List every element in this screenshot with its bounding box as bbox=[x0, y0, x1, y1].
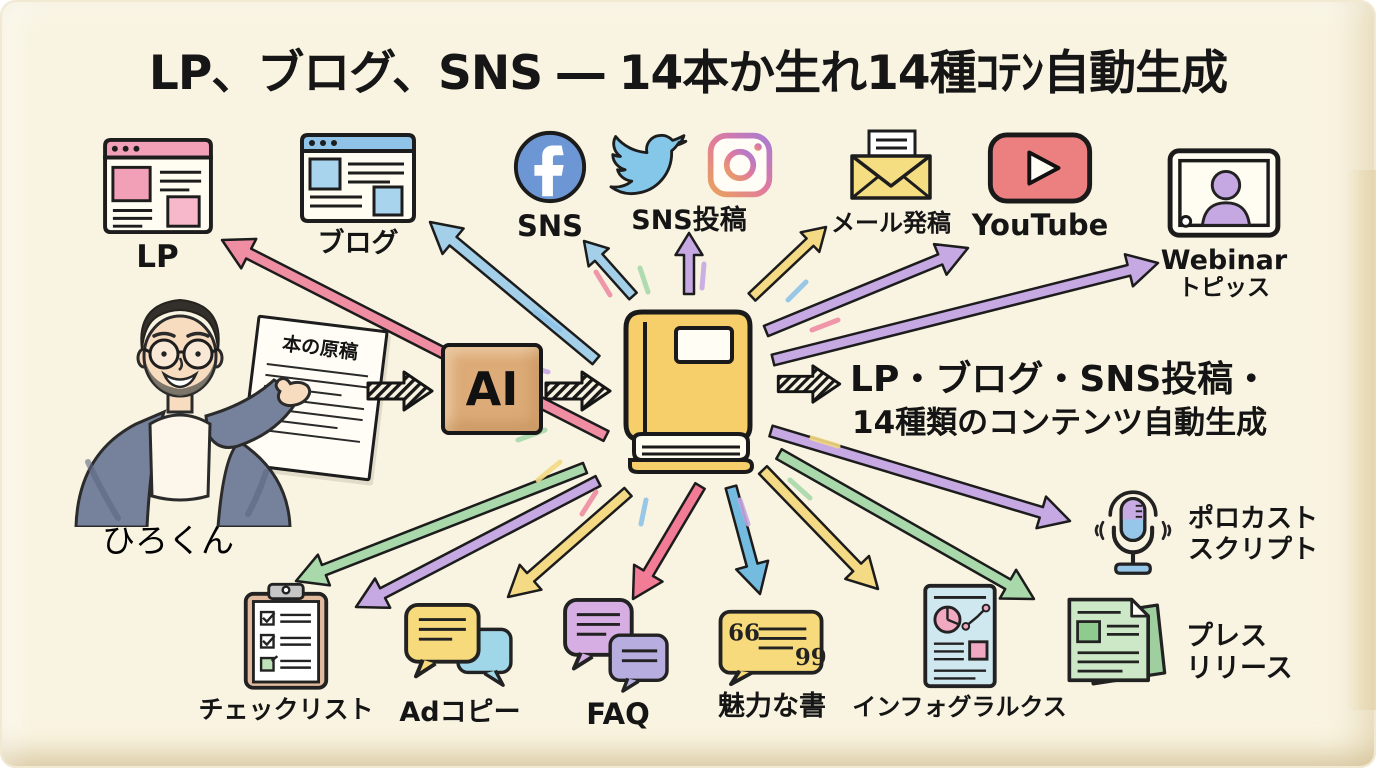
podcast-mic-icon bbox=[1094, 490, 1172, 575]
webinar-icon bbox=[1167, 148, 1281, 238]
ai-box: AI bbox=[441, 343, 543, 435]
arrow-to-press bbox=[775, 447, 1036, 601]
facebook-icon bbox=[513, 130, 587, 204]
node-label-podcast-2: スクリプト bbox=[1188, 535, 1319, 565]
burst-line bbox=[809, 435, 841, 449]
node-youtube: YouTube bbox=[972, 131, 1108, 241]
arrow-to-adcopy-left bbox=[354, 474, 602, 610]
node-label-youtube: YouTube bbox=[971, 208, 1109, 242]
ad-copy-bubbles-icon bbox=[404, 602, 513, 687]
page-title: LP、ブログ、SNS ― 14本か生れ14種ｺﾃﾝ自動生成 bbox=[148, 46, 1228, 101]
burst-line bbox=[638, 497, 649, 527]
process-arrow-icon bbox=[776, 364, 842, 404]
node-label-lp: LP bbox=[136, 239, 179, 275]
node-label-email: メール発稿 bbox=[831, 209, 951, 237]
node-label-faq: FAQ bbox=[586, 697, 650, 731]
burst-line bbox=[593, 269, 613, 298]
node-sns: SNS bbox=[505, 128, 595, 242]
book-icon bbox=[623, 309, 755, 474]
node-label-blog: ブログ bbox=[317, 228, 399, 259]
arrow-to-quote bbox=[724, 484, 770, 596]
person-hirokun-illustration bbox=[74, 298, 312, 527]
faq-bubbles-icon bbox=[563, 597, 669, 693]
burst-line bbox=[699, 261, 707, 291]
burst-line bbox=[785, 279, 809, 303]
node-label-webinar-2: トピッス bbox=[1178, 275, 1270, 302]
infographic-icon bbox=[922, 583, 997, 689]
arrow-to-sns-post bbox=[674, 231, 704, 296]
node-blog: ブログ bbox=[293, 131, 423, 259]
blog-browser-icon bbox=[300, 133, 416, 223]
burst-line bbox=[532, 309, 563, 333]
svg-text:99: 99 bbox=[795, 645, 827, 671]
node-label-webinar: Webinar bbox=[1160, 245, 1288, 276]
lp-browser-icon bbox=[102, 137, 213, 235]
node-label-quote: 魅力な書 bbox=[718, 691, 826, 722]
burst-line bbox=[737, 497, 751, 527]
arrow-to-infographic bbox=[757, 464, 880, 591]
twitter-icon bbox=[609, 133, 688, 196]
node-webinar: Webinar トピッス bbox=[1158, 144, 1290, 302]
checklist-clipboard-icon bbox=[243, 582, 329, 690]
node-quote: 66 99 魅力な書 bbox=[712, 606, 832, 722]
burst-line bbox=[787, 477, 813, 501]
arrow-to-sns bbox=[582, 239, 638, 301]
press-release-icon bbox=[1067, 597, 1167, 686]
arrow-to-checklist bbox=[294, 461, 589, 587]
node-label-podcast: ポロカスト bbox=[1188, 503, 1319, 534]
output-text-line2: 14種類のコンテンツ自動生成 bbox=[852, 405, 1268, 441]
node-infographic: インフォグラルクス bbox=[852, 582, 1067, 721]
arrow-to-email bbox=[747, 225, 828, 302]
node-label-press-2: リリース bbox=[1186, 653, 1293, 684]
process-arrow-icon bbox=[544, 370, 612, 412]
node-label-press: プレス bbox=[1186, 620, 1267, 652]
burst-line bbox=[579, 489, 599, 517]
process-arrow-icon bbox=[366, 370, 434, 412]
email-icon bbox=[850, 129, 932, 200]
quote-box-icon: 66 99 bbox=[718, 609, 827, 687]
arrow-to-youtube bbox=[762, 242, 970, 338]
node-email: メール発稿 bbox=[831, 126, 951, 237]
node-label-sns: SNS bbox=[516, 209, 584, 243]
node-label-checklist: チェックリスト bbox=[198, 695, 374, 724]
node-faq: FAQ bbox=[556, 596, 680, 730]
instagram-icon bbox=[707, 132, 773, 198]
node-label-sns-post: SNS投稿 bbox=[631, 205, 747, 236]
arrow-to-faq bbox=[631, 481, 706, 601]
arrow-to-adcopy-right bbox=[506, 486, 633, 599]
node-lp: LP bbox=[95, 136, 220, 275]
node-sns-post: SNS投稿 bbox=[603, 128, 775, 236]
node-adcopy: Adコピー bbox=[398, 600, 522, 728]
output-text-line1: LP・ブログ・SNS投稿・ bbox=[850, 359, 1270, 400]
youtube-icon bbox=[987, 132, 1093, 204]
arrow-to-webinar bbox=[770, 253, 1160, 367]
svg-text:66: 66 bbox=[728, 620, 760, 646]
ai-label: AI bbox=[465, 362, 519, 416]
burst-line bbox=[637, 265, 651, 295]
burst-line bbox=[535, 459, 563, 483]
node-label-infographic: インフォグラルクス bbox=[852, 693, 1067, 721]
node-press: プレス リリース bbox=[1062, 588, 1293, 690]
node-podcast: ポロカスト スクリプト bbox=[1092, 486, 1318, 584]
node-checklist: チェックリスト bbox=[199, 580, 374, 724]
node-label-adcopy: Adコピー bbox=[399, 697, 521, 728]
burst-line bbox=[809, 317, 841, 333]
person-name-label: ひろくん bbox=[102, 521, 234, 560]
